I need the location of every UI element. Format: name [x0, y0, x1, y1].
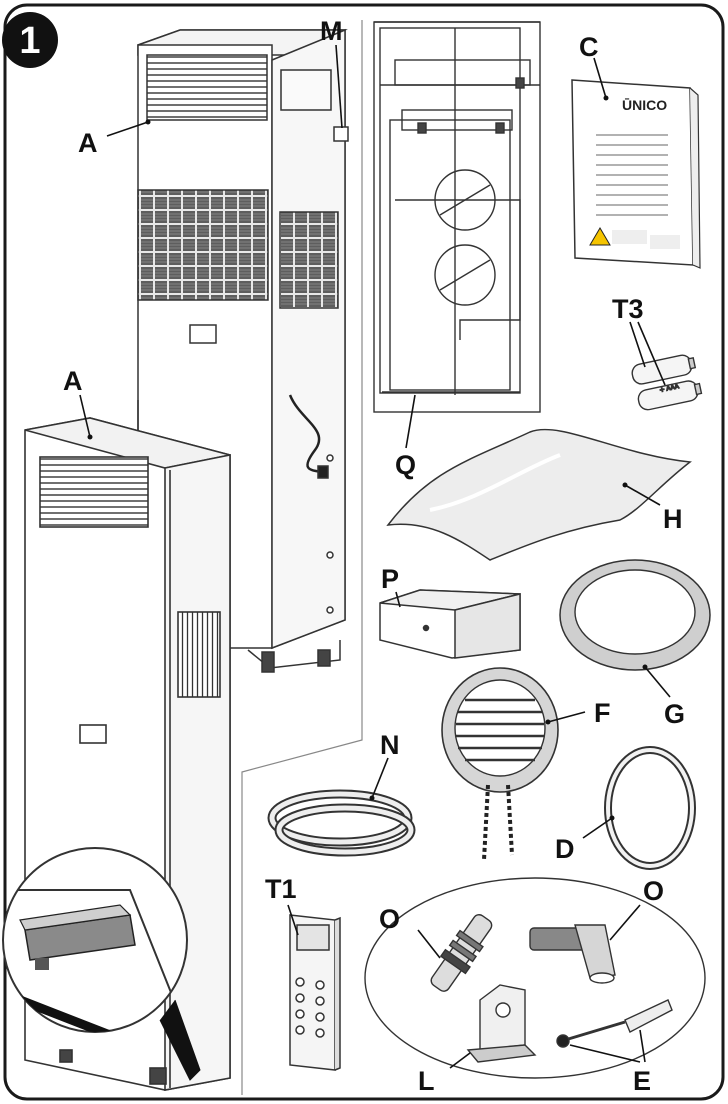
label-t1: T1	[265, 874, 297, 904]
protective-sheet-h	[386, 428, 692, 561]
front-grille	[39, 456, 149, 528]
label-q: Q	[395, 450, 416, 480]
leader-o-right	[609, 904, 641, 941]
leader-t3-b	[637, 321, 666, 386]
strap-d	[604, 746, 696, 870]
label-a-bottom: A	[63, 366, 83, 396]
label-c: C	[579, 32, 599, 62]
leader-n	[371, 757, 389, 799]
panel-divider	[241, 20, 363, 1095]
leader-c	[593, 57, 607, 99]
mounting-template-q	[373, 21, 541, 413]
step-badge: 1	[2, 12, 58, 68]
side-vent	[177, 611, 221, 698]
label-t3: T3	[612, 294, 644, 324]
label-l: L	[418, 1066, 435, 1096]
top-grille	[146, 54, 268, 121]
label-d: D	[555, 834, 575, 864]
leader-g	[644, 666, 671, 698]
foot-zoom-detail	[2, 847, 201, 1081]
leader-f	[547, 711, 586, 723]
manual-booklet-c: ŪNICO	[571, 79, 701, 269]
leader-a-bottom	[79, 394, 91, 438]
elbow-fitting-o-right	[529, 924, 616, 984]
leader-t1	[287, 904, 299, 936]
leader-t3-a	[629, 321, 646, 368]
leader-o-left	[417, 929, 441, 959]
outer-frame	[3, 3, 725, 1101]
power-cable	[288, 394, 323, 474]
label-m: M	[320, 16, 343, 46]
leader-e-b	[639, 1029, 646, 1063]
label-p: P	[381, 564, 399, 594]
remote-control-t1	[289, 914, 341, 1071]
ring-g	[559, 559, 711, 671]
leader-l	[449, 1052, 471, 1069]
front-filter	[137, 189, 269, 301]
leader-a-top	[106, 121, 149, 137]
label-g: G	[664, 699, 685, 729]
label-e: E	[633, 1066, 651, 1096]
angle-bracket-l	[466, 984, 537, 1063]
leader-d	[582, 817, 613, 839]
manual-logo: ŪNICO	[622, 97, 667, 113]
hardware-group	[364, 877, 706, 1079]
label-f: F	[594, 698, 611, 728]
leader-m	[335, 44, 343, 129]
label-o-left: O	[379, 904, 400, 934]
leader-p	[395, 591, 401, 608]
side-filter	[279, 211, 339, 309]
bracket-p	[379, 589, 521, 659]
screw-and-plug-e	[556, 999, 673, 1048]
leader-q	[405, 394, 416, 449]
leader-h	[624, 484, 661, 506]
m-bracket	[333, 126, 349, 142]
hose-fitting-o-left	[430, 914, 493, 992]
label-a-top: A	[78, 128, 98, 158]
warning-icon	[589, 227, 611, 246]
label-n: N	[380, 730, 400, 760]
step-number: 1	[19, 20, 40, 62]
leader-e-a	[569, 1044, 641, 1063]
vent-grille-f	[441, 667, 559, 861]
label-h: H	[663, 504, 683, 534]
batteries-t3: + AAA	[631, 354, 703, 411]
drain-tube-n	[267, 789, 416, 857]
label-o-right: O	[643, 876, 664, 906]
